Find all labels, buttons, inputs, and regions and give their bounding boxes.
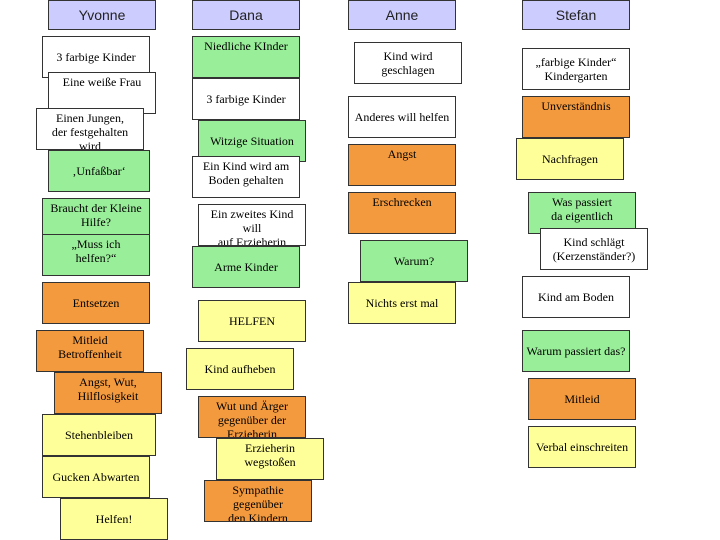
card-text: Wut und Ärger gegenüber der Erzieherin [216, 399, 288, 438]
card-dana-8: Kind aufheben [186, 348, 294, 390]
card-text: Eine weiße Frau [62, 75, 142, 89]
card-text: Ein Kind wird am Boden gehalten [202, 159, 290, 187]
card-dana-3: Witzige Situation [198, 120, 306, 162]
card-dana-9: Wut und Ärger gegenüber der Erzieherin [198, 396, 306, 438]
column-header-dana: Dana [192, 0, 300, 30]
card-text: Ein zweites Kind will auf Erzieherin ein… [210, 207, 294, 246]
card-text: 3 farbige Kinder [56, 50, 136, 64]
card-text: Anderes will helfen [354, 110, 450, 124]
card-yvonne-1: 3 farbige Kinder [42, 36, 150, 78]
card-text: Niedliche KInder [204, 39, 288, 53]
card-text: Helfen! [95, 512, 133, 526]
card-text: Nachfragen [542, 152, 598, 166]
card-anne-2: Anderes will helfen [348, 96, 456, 138]
card-text: Unverständnis [541, 99, 611, 113]
card-yvonne-3: Einen Jungen, der festgehalten wird [36, 108, 144, 150]
card-yvonne-7: Entsetzen [42, 282, 150, 324]
card-yvonne-9: Angst, Wut, Hilflosigkeit [54, 372, 162, 414]
card-text: Stehenbleiben [65, 428, 133, 442]
card-anne-1: Kind wird geschlagen [354, 42, 462, 84]
card-yvonne-12: Helfen! [60, 498, 168, 540]
card-text: Entsetzen [72, 296, 120, 310]
card-text: Gucken Abwarten [52, 470, 140, 484]
card-stefan-1: „farbige Kinder“ Kindergarten [522, 48, 630, 90]
card-text: „farbige Kinder“ Kindergarten [535, 55, 617, 83]
card-text: HELFEN [229, 314, 275, 328]
card-text: Kind wird geschlagen [381, 49, 435, 77]
card-stefan-9: Verbal einschreiten [528, 426, 636, 468]
card-stefan-2: Unverständnis [522, 96, 630, 138]
card-text: „Muss ich helfen?“ [71, 237, 121, 265]
card-dana-4: Ein Kind wird am Boden gehalten [192, 156, 300, 198]
card-dana-10: Erzieherin wegstoßen [216, 438, 324, 480]
card-stefan-4: Was passiert da eigentlich [528, 192, 636, 234]
card-text: Mitleid Betroffenheit [58, 333, 122, 361]
card-stefan-5: Kind schlägt (Kerzenständer?) [540, 228, 648, 270]
card-yvonne-11: Gucken Abwarten [42, 456, 150, 498]
card-stefan-3: Nachfragen [516, 138, 624, 180]
card-stefan-7: Warum passiert das? [522, 330, 630, 372]
card-stefan-8: Mitleid [528, 378, 636, 420]
card-anne-6: Nichts erst mal [348, 282, 456, 324]
card-yvonne-8: Mitleid Betroffenheit [36, 330, 144, 372]
card-text: Einen Jungen, der festgehalten wird [51, 111, 129, 150]
card-text: Erzieherin wegstoßen [244, 441, 296, 469]
card-text: Angst [387, 147, 417, 161]
card-text: Witzige Situation [210, 134, 294, 148]
card-text: Kind schlägt (Kerzenständer?) [552, 235, 636, 263]
card-anne-3: Angst [348, 144, 456, 186]
card-text: Kind aufheben [204, 362, 276, 376]
card-text: Was passiert da eigentlich [551, 195, 613, 223]
card-yvonne-2: Eine weiße Frau [48, 72, 156, 114]
card-stefan-6: Kind am Boden [522, 276, 630, 318]
card-dana-6: Arme Kinder [192, 246, 300, 288]
card-text: Warum passiert das? [526, 344, 626, 358]
card-text: Warum? [393, 254, 435, 268]
card-dana-1: Niedliche KInder [192, 36, 300, 78]
card-anne-4: Erschrecken [348, 192, 456, 234]
column-header-stefan: Stefan [522, 0, 630, 30]
card-text: Kind am Boden [538, 290, 614, 304]
card-text: Nichts erst mal [365, 296, 439, 310]
card-yvonne-4: ‚Unfaßbar‘ [48, 150, 150, 192]
card-dana-11: Sympathie gegenüber den Kindern [204, 480, 312, 522]
card-anne-5: Warum? [360, 240, 468, 282]
column-header-yvonne: Yvonne [48, 0, 156, 30]
card-dana-2: 3 farbige Kinder [192, 78, 300, 120]
column-header-anne: Anne [348, 0, 456, 30]
card-text: 3 farbige Kinder [206, 92, 286, 106]
card-yvonne-10: Stehenbleiben [42, 414, 156, 456]
card-text: Sympathie gegenüber den Kindern [228, 483, 288, 522]
card-text: Verbal einschreiten [535, 440, 629, 454]
card-text: Mitleid [564, 392, 600, 406]
card-text: ‚Unfaßbar‘ [72, 164, 126, 178]
card-dana-7: HELFEN [198, 300, 306, 342]
card-text: Erschrecken [372, 195, 432, 209]
card-text: Arme Kinder [214, 260, 278, 274]
card-yvonne-6: „Muss ich helfen?“ [42, 234, 150, 276]
card-yvonne-5: Braucht der Kleine Hilfe? [42, 198, 150, 240]
card-text: Braucht der Kleine Hilfe? [50, 201, 142, 229]
card-dana-5: Ein zweites Kind will auf Erzieherin ein… [198, 204, 306, 246]
card-text: Angst, Wut, Hilflosigkeit [77, 375, 139, 403]
